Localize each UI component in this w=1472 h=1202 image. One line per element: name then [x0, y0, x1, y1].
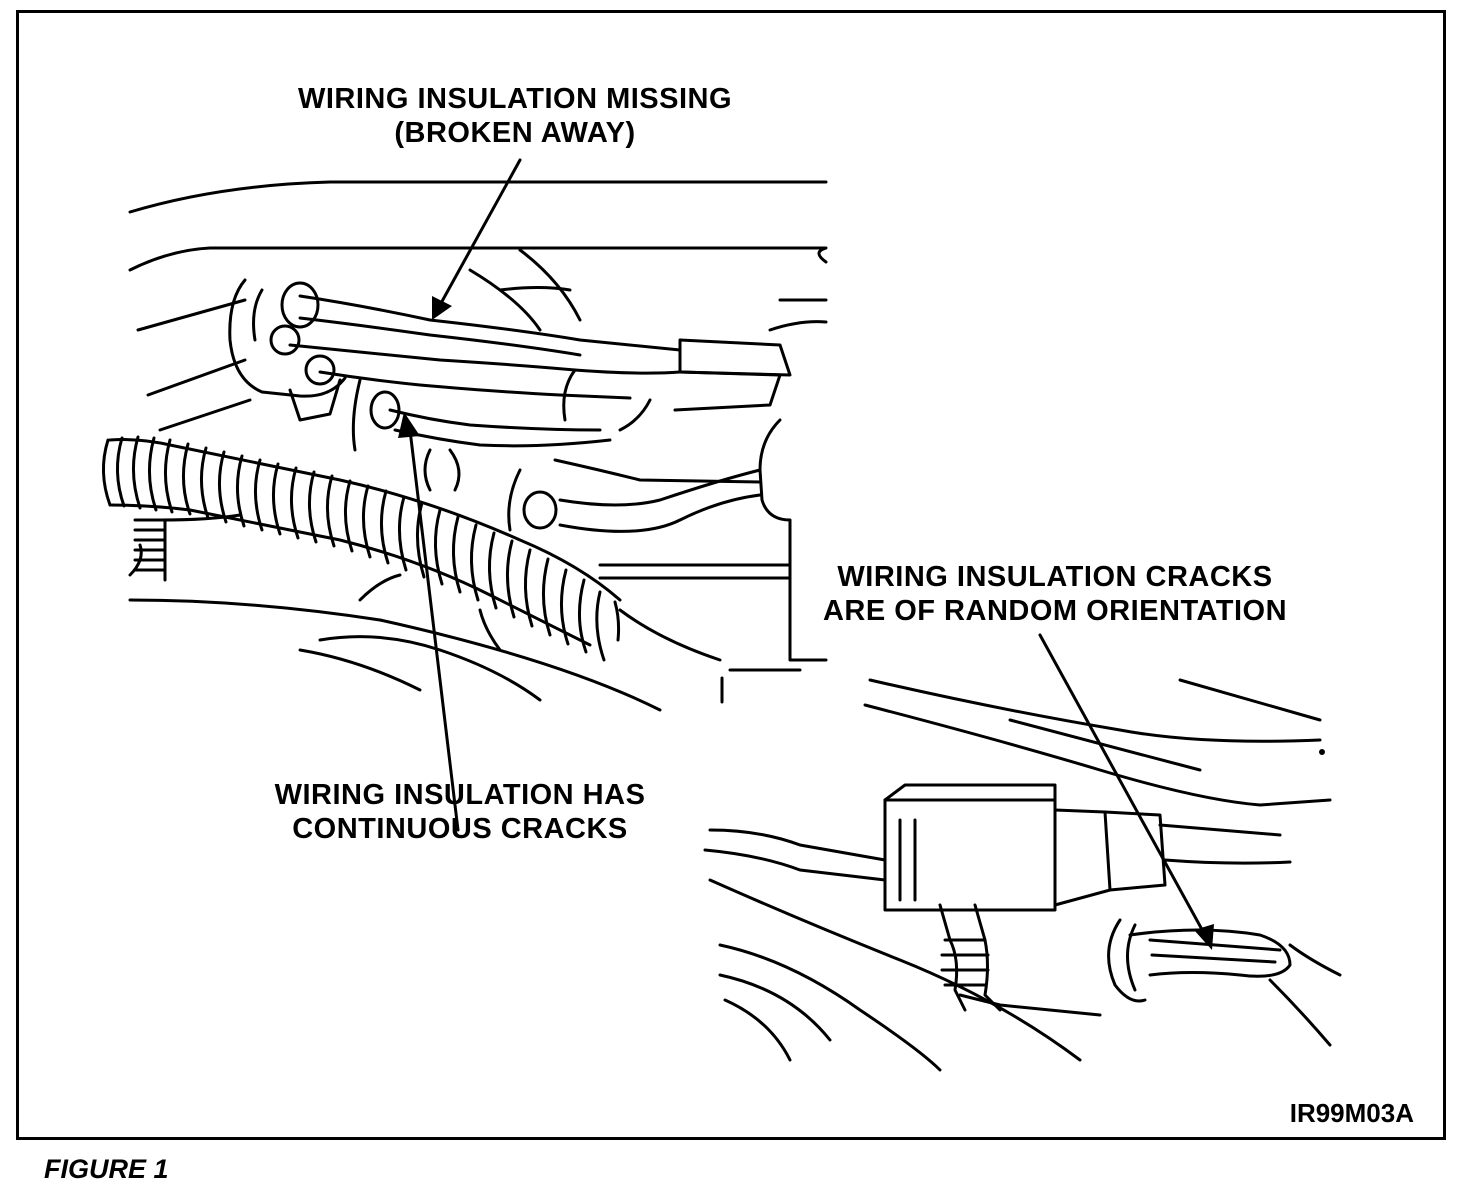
figure-caption: FIGURE 1	[44, 1154, 169, 1184]
label-insulation-missing: WIRING INSULATION MISSING (BROKEN AWAY)	[250, 82, 780, 150]
corrugated-conduit	[101, 435, 622, 662]
label-line: WIRING INSULATION HAS	[274, 779, 646, 811]
inset-lines	[703, 678, 1342, 1072]
grommets	[423, 448, 762, 533]
label-continuous-cracks: WIRING INSULATION HAS CONTINUOUS CRACKS	[220, 778, 700, 846]
label-line: WIRING INSULATION MISSING	[297, 83, 733, 115]
label-line: (BROKEN AWAY)	[394, 117, 636, 149]
figure-frame	[16, 10, 1446, 1140]
leader-arrows	[408, 158, 1207, 937]
engine-body-lines	[128, 180, 828, 704]
label-random-orientation: WIRING INSULATION CRACKS ARE OF RANDOM O…	[780, 560, 1330, 628]
upper-connectors	[228, 248, 792, 452]
label-line: CONTINUOUS CRACKS	[292, 813, 628, 845]
label-line: WIRING INSULATION CRACKS	[837, 561, 1273, 593]
image-code: IR99M03A	[1289, 1098, 1414, 1128]
arrow-heads	[398, 296, 1214, 950]
label-line: ARE OF RANDOM ORIENTATION	[822, 595, 1288, 627]
lower-engine-lines	[128, 513, 722, 712]
dot-mark	[1319, 749, 1325, 755]
